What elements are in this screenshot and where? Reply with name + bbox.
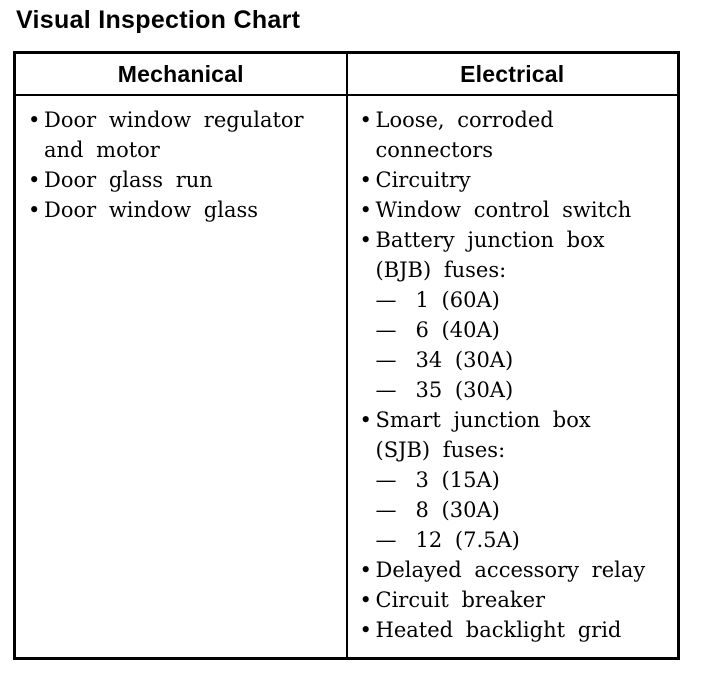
- list-item-text: Heated backlight grid: [375, 618, 622, 642]
- fuse-sub-item: — 1 (60A): [376, 285, 670, 315]
- bullet-icon: •: [359, 618, 372, 642]
- dash-icon: —: [375, 468, 397, 492]
- list-item: • Smart junction box (SJB) fuses:: [360, 405, 670, 465]
- bullet-icon: •: [359, 588, 372, 612]
- page-title: Visual Inspection Chart: [16, 6, 301, 34]
- fuse-sub-item: — 6 (40A): [376, 315, 670, 345]
- list-item-text: 35 (30A): [415, 378, 514, 402]
- list-item: • Door window glass: [28, 195, 338, 225]
- fuse-sub-item: — 35 (30A): [376, 375, 670, 405]
- list-item-text: Smart junction box (SJB) fuses:: [375, 408, 591, 462]
- list-item-text: Door window regulator and motor: [44, 108, 304, 162]
- list-item-text: 1 (60A): [415, 288, 500, 312]
- list-item-text: Circuitry: [375, 168, 471, 192]
- column-header-electrical: Electrical: [345, 54, 678, 94]
- list-item-text: Loose, corroded connectors: [375, 108, 554, 162]
- fuse-sub-item: — 8 (30A): [376, 495, 670, 525]
- bullet-icon: •: [359, 198, 372, 222]
- bullet-icon: •: [359, 108, 372, 132]
- list-item-text: 3 (15A): [415, 468, 500, 492]
- fuse-sub-item: — 12 (7.5A): [376, 525, 670, 555]
- list-item-text: 6 (40A): [415, 318, 500, 342]
- list-item-text: Window control switch: [375, 198, 632, 222]
- dash-icon: —: [375, 378, 397, 402]
- list-item: • Battery junction box (BJB) fuses:: [360, 225, 670, 285]
- list-item-text: Delayed accessory relay: [375, 558, 646, 582]
- list-item-text: 34 (30A): [415, 348, 514, 372]
- list-item: • Door glass run: [28, 165, 338, 195]
- visual-inspection-table: Mechanical Electrical • Door window regu…: [13, 51, 680, 660]
- bullet-icon: •: [28, 168, 41, 192]
- bullet-icon: •: [359, 228, 372, 252]
- column-header-mechanical: Mechanical: [117, 60, 244, 87]
- list-item-text: 12 (7.5A): [415, 528, 520, 552]
- list-item-text: 8 (30A): [415, 498, 500, 522]
- bullet-icon: •: [359, 558, 372, 582]
- list-item: • Window control switch: [360, 195, 670, 225]
- list-item: • Delayed accessory relay: [360, 555, 670, 585]
- dash-icon: —: [375, 528, 397, 552]
- mechanical-cell: • Door window regulator and motor • Door…: [16, 96, 346, 657]
- list-item: • Circuitry: [360, 165, 670, 195]
- list-item: • Circuit breaker: [360, 585, 670, 615]
- dash-icon: —: [375, 318, 397, 342]
- bullet-icon: •: [28, 198, 41, 222]
- dash-icon: —: [375, 288, 397, 312]
- table-body-row: • Door window regulator and motor • Door…: [16, 96, 677, 657]
- list-item-text: Door window glass: [44, 198, 259, 222]
- dash-icon: —: [375, 348, 397, 372]
- bullet-icon: •: [359, 168, 372, 192]
- list-item: • Heated backlight grid: [360, 615, 670, 645]
- list-item-text: Battery junction box (BJB) fuses:: [375, 228, 605, 282]
- list-item-text: Circuit breaker: [375, 588, 546, 612]
- fuse-sub-item: — 34 (30A): [376, 345, 670, 375]
- dash-icon: —: [375, 498, 397, 522]
- electrical-cell: • Loose, corroded connectors • Circuitry…: [345, 96, 678, 657]
- table-header-row: Mechanical Electrical: [16, 54, 677, 96]
- list-item: • Loose, corroded connectors: [360, 105, 670, 165]
- fuse-sub-item: — 3 (15A): [376, 465, 670, 495]
- list-item-text: Door glass run: [44, 168, 213, 192]
- bullet-icon: •: [28, 108, 41, 132]
- list-item: • Door window regulator and motor: [28, 105, 338, 165]
- bullet-icon: •: [359, 408, 372, 432]
